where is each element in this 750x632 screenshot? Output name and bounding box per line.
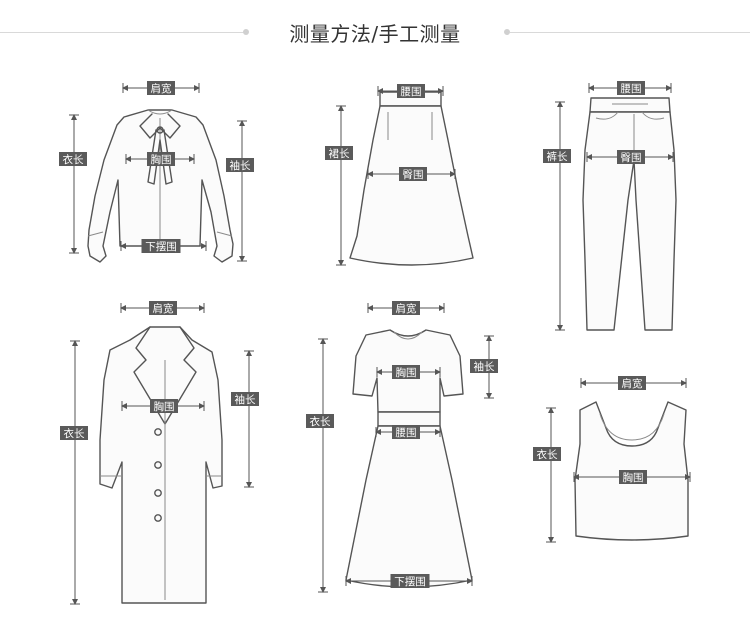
pants-label-1: 裤长 <box>547 150 568 163</box>
coat-measure-3: 袖长 <box>231 350 259 488</box>
blouse-measure-1: 衣长 <box>59 114 87 254</box>
skirt-label-box-1 <box>325 146 353 160</box>
blouse-label-2: 胸围 <box>151 153 172 166</box>
skirt-outline <box>349 105 474 266</box>
blouse-label-box-4 <box>141 239 181 253</box>
dress-label-4: 腰围 <box>396 427 417 439</box>
vest-label-box-1 <box>533 447 561 461</box>
blouse-label-4: 下摆围 <box>145 240 177 253</box>
vest-label-1: 衣长 <box>537 448 558 461</box>
dress-waist <box>377 411 441 427</box>
blouse-label-3: 袖长 <box>230 159 251 172</box>
header-divider-left <box>0 32 244 33</box>
coat-label-box-2 <box>150 399 178 413</box>
pants-label-2: 臀围 <box>621 152 642 164</box>
coat-label-2: 胸围 <box>154 400 175 413</box>
coat-label-box-3 <box>231 392 259 406</box>
dress-label-box-4 <box>392 425 420 439</box>
vest-label-box-0 <box>618 376 646 390</box>
header-divider-right <box>510 32 750 33</box>
pants-label-box-1 <box>543 149 571 163</box>
blouse-label-box-3 <box>226 158 254 172</box>
blouse-measure-4: 下摆围 <box>120 239 207 253</box>
coat-figure <box>99 326 223 604</box>
pants-measure-1: 裤长 <box>543 101 571 331</box>
skirt-figure <box>349 91 474 266</box>
coat-measure-2: 胸围 <box>121 399 205 413</box>
coat-label-box-1 <box>60 426 88 440</box>
coat-measure-0: 肩宽 <box>120 301 205 315</box>
blouse-label-box-2 <box>147 152 175 166</box>
dress-measure-0: 肩宽 <box>367 301 445 315</box>
coat-measure-1: 衣长 <box>60 340 88 605</box>
coat-label-3: 袖长 <box>235 393 256 406</box>
header-dot-left <box>243 29 249 35</box>
blouse-label-0: 肩宽 <box>151 82 172 95</box>
dress-label-5: 下摆围 <box>394 575 426 588</box>
dress-label-0: 肩宽 <box>396 302 417 315</box>
page-title: 测量方法/手工测量 <box>289 22 461 46</box>
dress-label-2: 胸围 <box>396 366 417 379</box>
skirt-label-box-0 <box>397 84 425 98</box>
blouse-figure <box>87 109 234 263</box>
dress-figure <box>345 329 473 588</box>
skirt-label-1: 裙长 <box>329 147 350 160</box>
coat-label-0: 肩宽 <box>153 302 174 315</box>
dress-label-box-3 <box>470 359 498 373</box>
skirt-measure-1: 裙长 <box>325 105 353 266</box>
pants-outline <box>582 111 677 331</box>
dress-skirt <box>345 425 473 588</box>
dress-measure-5: 下摆围 <box>345 574 473 588</box>
dress-measure-1: 衣长 <box>306 338 334 593</box>
pants-label-0: 腰围 <box>621 83 642 95</box>
blouse-label-box-1 <box>59 152 87 166</box>
skirt-label-box-2 <box>399 167 427 181</box>
coat-label-1: 衣长 <box>64 427 85 440</box>
dress-label-box-2 <box>392 365 420 379</box>
vest-measure-2: 胸围 <box>573 470 691 484</box>
vest-label-0: 肩宽 <box>622 377 643 390</box>
skirt-label-0: 腰围 <box>401 86 422 98</box>
dress-label-box-5 <box>390 574 430 588</box>
pants-measure-0: 腰围 <box>588 81 672 95</box>
vest-label-2: 胸围 <box>623 471 644 484</box>
pants-figure <box>582 97 677 331</box>
vest-measure-1: 衣长 <box>533 407 561 543</box>
blouse-measure-3: 袖长 <box>226 120 254 262</box>
dress-label-box-0 <box>392 301 420 315</box>
vest-label-box-2 <box>619 470 647 484</box>
dress-label-3: 袖长 <box>474 360 495 373</box>
dress-measure-2: 胸围 <box>376 365 441 379</box>
blouse-measure-0: 肩宽 <box>122 81 200 95</box>
vest-measure-0: 肩宽 <box>580 376 687 390</box>
coat-label-box-0 <box>149 301 177 315</box>
pants-label-box-2 <box>617 150 645 164</box>
header-dot-right <box>504 29 510 35</box>
dress-measure-4: 腰围 <box>375 425 441 439</box>
pants-waistband <box>589 97 671 113</box>
measurement-marks: 肩宽衣长胸围袖长下摆围腰围裙长臀围腰围裤长臀围肩宽衣长胸围袖长肩宽衣长胸围袖长腰… <box>59 81 691 605</box>
blouse-label-box-0 <box>147 81 175 95</box>
skirt-label-2: 臀围 <box>403 169 424 181</box>
blouse-measure-2: 胸围 <box>125 152 195 166</box>
skirt-measure-0: 腰围 <box>377 84 444 98</box>
skirt-measure-2: 臀围 <box>367 167 456 181</box>
dress-measure-3: 袖长 <box>470 335 498 399</box>
blouse-label-1: 衣长 <box>63 153 84 166</box>
dress-label-1: 衣长 <box>310 415 331 428</box>
dress-label-box-1 <box>306 414 334 428</box>
pants-label-box-0 <box>617 81 645 95</box>
header: 测量方法/手工测量 <box>0 0 750 64</box>
pants-measure-2: 臀围 <box>586 150 674 164</box>
